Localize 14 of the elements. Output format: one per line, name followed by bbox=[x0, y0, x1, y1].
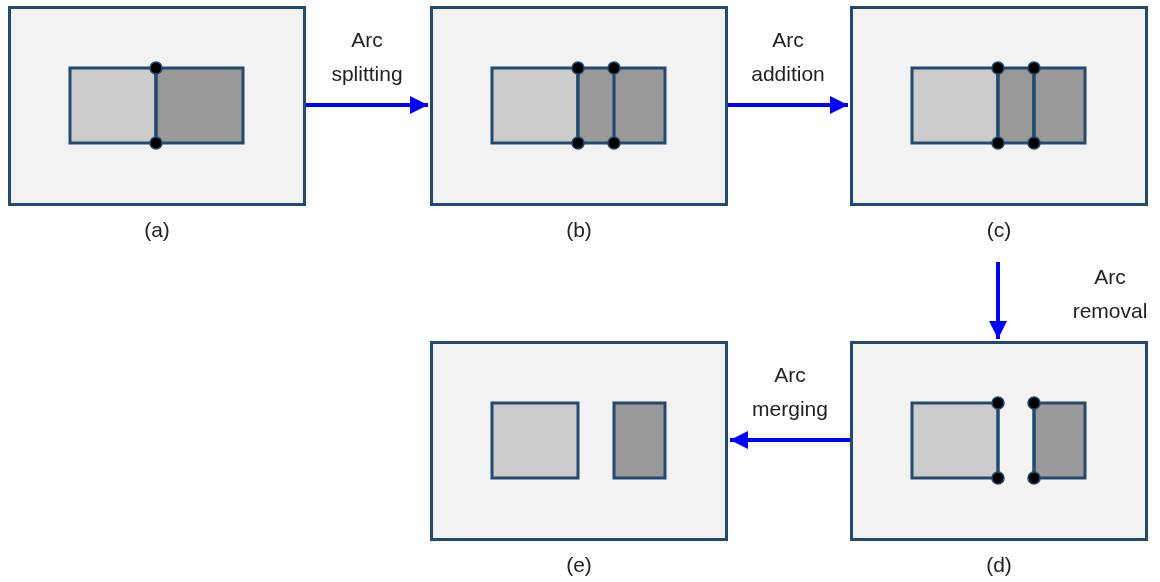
panel-caption: (e) bbox=[566, 553, 592, 577]
panel-frame bbox=[850, 6, 1148, 206]
panel-frame bbox=[850, 341, 1148, 541]
arrow bbox=[306, 96, 428, 114]
panel-caption: (d) bbox=[986, 553, 1012, 577]
panel-caption: (a) bbox=[144, 218, 170, 242]
panel-frame bbox=[430, 6, 728, 206]
arrow bbox=[728, 96, 848, 114]
panel-frame bbox=[8, 6, 306, 206]
panel-caption: (c) bbox=[986, 218, 1012, 242]
arrow bbox=[730, 431, 850, 449]
arrow bbox=[989, 262, 1007, 339]
panel-caption: (b) bbox=[566, 218, 592, 242]
panel-frame bbox=[430, 341, 728, 541]
